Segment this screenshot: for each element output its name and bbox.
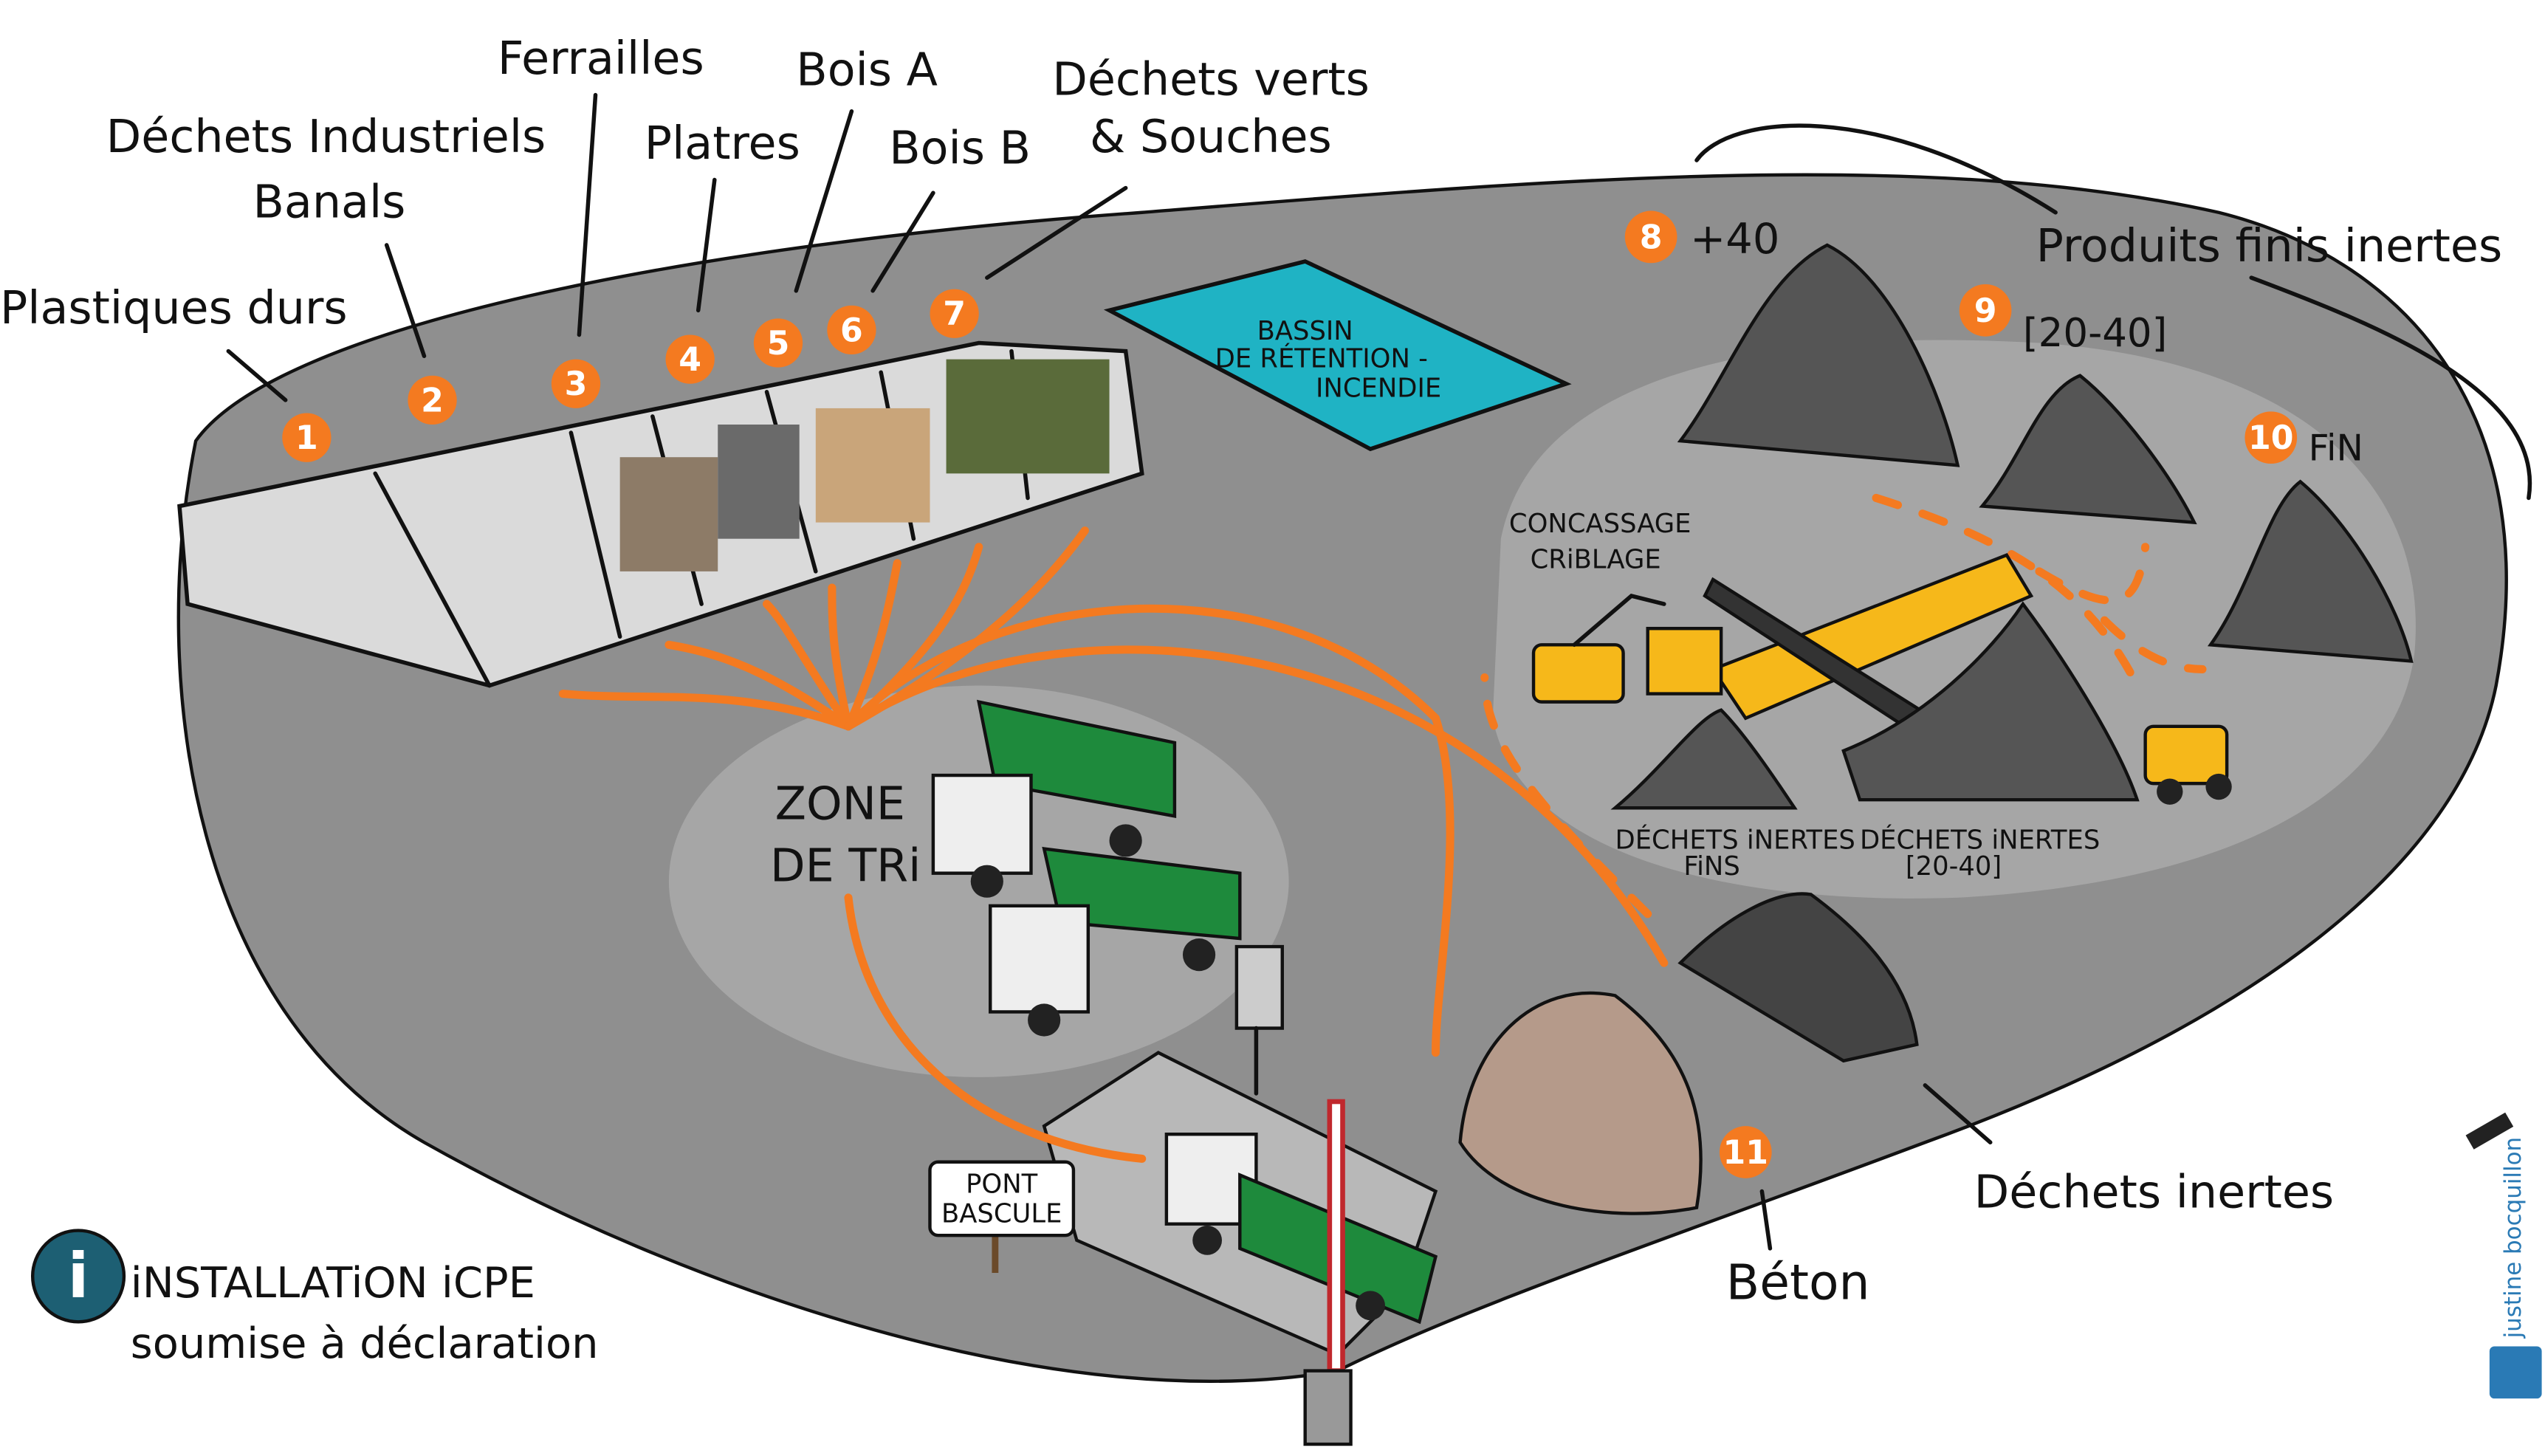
product-label: [20-40] — [2023, 310, 2167, 356]
crushing-screening-plant: CONCASSAGE CRiBLAGE — [1509, 509, 2034, 737]
barrier — [1303, 1099, 1353, 1446]
info-icon — [30, 1229, 126, 1324]
linkedin-icon — [2489, 1346, 2542, 1399]
fines-pile — [1610, 708, 1798, 810]
bin-label: Bois B — [889, 121, 1031, 174]
fines-label-1: DÉCHETS iNERTES — [1615, 825, 1855, 856]
bin-label: Déchets Industriels — [106, 110, 546, 163]
beton-number: 11 — [1723, 1134, 1769, 1172]
product-10: 10 FiN — [2207, 411, 2414, 663]
bin-7: Déchets verts & Souches 7 — [930, 53, 1370, 338]
dump-truck-1 — [931, 699, 1177, 898]
bin-number: 2 — [421, 382, 444, 419]
bin-label: Bois A — [796, 43, 938, 96]
bin-label: Plastiques durs — [0, 281, 348, 334]
bin-label: Platres — [645, 117, 800, 170]
crushing-label-2: CRiBLAGE — [1531, 544, 1661, 574]
artist-signature: justine bocquillon — [2465, 1112, 2542, 1399]
product-number: 10 — [2248, 419, 2294, 457]
beton-pile — [1458, 991, 1703, 1215]
bin-4: Platres 4 — [645, 117, 800, 384]
fines-label-2: FiNS — [1683, 851, 1739, 882]
sorting-zone: ZONE DE TRi — [770, 777, 921, 893]
signature-name: justine bocquillon — [2500, 1137, 2527, 1339]
beton-label: Béton — [1726, 1253, 1870, 1311]
bin-label: Déchets verts — [1052, 53, 1370, 106]
mid-pile-label-1: DÉCHETS iNERTES — [1860, 825, 2100, 856]
dump-truck-2 — [989, 846, 1242, 1037]
weighbridge-terminal — [1234, 944, 1284, 1096]
product-label: +40 — [1690, 214, 1779, 264]
icpe-info: i iNSTALLATiON iCPE soumise à déclaratio… — [30, 1229, 599, 1368]
sorting-bins — [177, 340, 1144, 688]
product-number: 8 — [1640, 219, 1663, 256]
front-loader — [2143, 724, 2232, 805]
products-bracket — [1694, 123, 2532, 501]
svg-text:i: i — [68, 1240, 89, 1312]
product-label: FiN — [2309, 428, 2363, 470]
sorting-zone-label-1: ZONE — [775, 777, 905, 831]
weighbridge-label-2: BASCULE — [941, 1199, 1062, 1229]
crushing-label-1: CONCASSAGE — [1509, 509, 1691, 539]
loader-crane — [1531, 593, 1666, 704]
bin-5: Bois A 5 — [753, 43, 938, 368]
inert-flow-arrows — [1480, 493, 2207, 918]
bin-2: Déchets Industriels Banals 2 — [106, 110, 546, 425]
inert-waste-pile — [1677, 892, 1919, 1063]
basin-label-2: DE RÉTENTION - — [1215, 343, 1428, 374]
info-label-2: soumise à déclaration — [131, 1319, 599, 1368]
bin-number: 1 — [295, 419, 318, 457]
bin-number: 7 — [943, 295, 966, 333]
bin-number: 3 — [565, 365, 588, 403]
bin-number: 5 — [767, 325, 790, 363]
bin-number: 4 — [679, 341, 701, 379]
info-label-1: iNSTALLATiON iCPE — [131, 1258, 535, 1308]
weighbridge-label-1: PONT — [966, 1170, 1038, 1200]
beton: 11 Béton — [1719, 1126, 1870, 1311]
bin-label-line2: & Souches — [1090, 110, 1332, 163]
bin-number: 6 — [840, 312, 863, 349]
basin-label-1: BASSIN — [1257, 316, 1353, 346]
product-8: 8 +40 — [1624, 210, 1960, 467]
bin-label: Ferrailles — [498, 32, 704, 85]
bin-3: Ferrailles 3 — [498, 32, 704, 408]
mid-pile — [1841, 601, 2140, 802]
bin-6: Bois B 6 — [827, 121, 1031, 354]
retention-basin: BASSIN DE RÉTENTION - INCENDIE — [1103, 259, 1572, 452]
basin-label-3: INCENDIE — [1316, 373, 1441, 403]
inert-waste-label: Déchets inertes — [1974, 1166, 2335, 1219]
sorting-zone-label-2: DE TRi — [770, 839, 921, 893]
weighbridge-sign: PONT BASCULE — [928, 1160, 1076, 1274]
product-9: 9 [20-40] — [1959, 284, 2197, 525]
product-number: 9 — [1974, 292, 1997, 330]
products-title: Produits finis inertes — [2036, 219, 2503, 272]
bin-1: Plastiques durs 1 — [0, 281, 348, 462]
bin-label-line2: Banals — [253, 175, 405, 228]
mid-pile-label-2: [20-40] — [1906, 851, 2002, 882]
